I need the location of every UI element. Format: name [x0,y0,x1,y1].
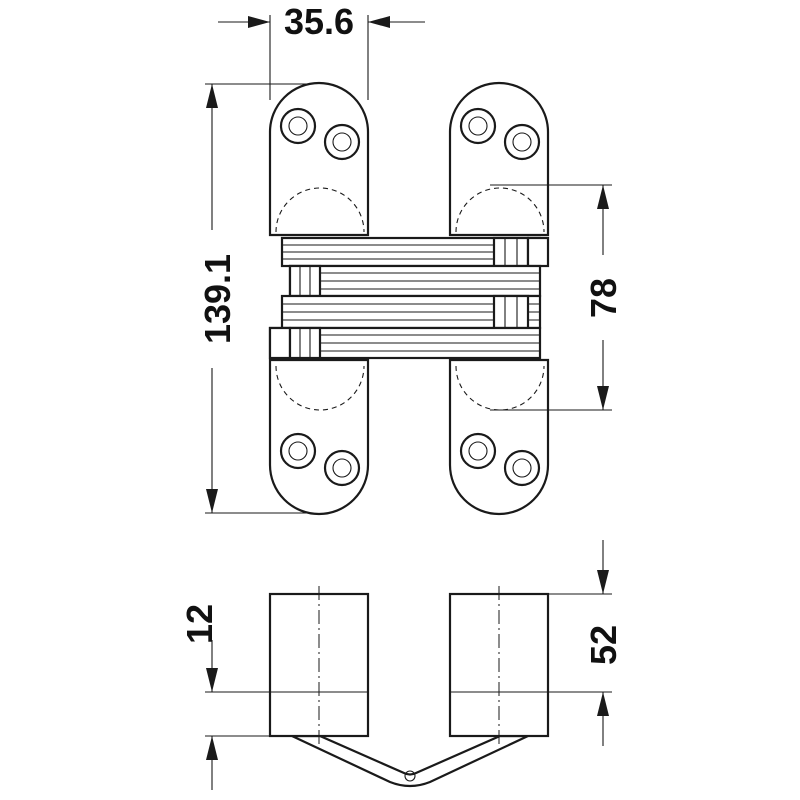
screw-hole [459,107,497,145]
screw-hole [503,123,541,161]
dim-offset-label: 12 [179,604,220,644]
screw-hole-inner [512,458,532,478]
dim-depth-label: 52 [583,625,624,665]
pivot-block [288,326,322,360]
arrow-head [206,489,218,513]
side-view [268,586,550,788]
pivot-block [492,294,530,330]
arrow-head [368,16,390,28]
arrow-head [597,692,609,716]
pivot-block [492,236,530,268]
lower-left-leaf [268,358,370,516]
upper-right-leaf [448,81,550,237]
screw-hole [503,449,541,487]
upper-right-hidden-arc [455,187,545,233]
lower-right-hidden-arc [455,365,545,411]
lower-right-leaf [448,358,550,516]
screw-hole-inner [332,458,352,478]
dimension-offset: 12 [179,604,270,790]
dimension-pin-span: 78 [490,184,624,411]
screw-hole-inner [468,116,488,136]
screw-hole [323,449,361,487]
screw-hole-inner [332,132,352,152]
dimension-height: 139.1 [197,83,310,514]
dimension-depth: 52 [548,540,624,746]
screw-hole [279,432,317,470]
lower-left-hidden-arc [275,365,365,411]
upper-left-leaf [268,81,370,237]
arrow-head [248,16,270,28]
scissor-mechanism [268,236,550,360]
pivot-cap [526,236,550,268]
screw-hole [279,107,317,145]
dim-height-label: 139.1 [197,254,238,344]
screw-hole [323,123,361,161]
arrow-head [597,570,609,594]
screw-hole-inner [288,116,308,136]
arrow-head [206,84,218,108]
screw-hole-inner [288,441,308,461]
screw-holes [279,107,541,487]
connecting-arm [291,734,529,788]
arrow-head [597,185,609,209]
arrow-head [206,668,218,692]
arrow-head [597,386,609,410]
screw-hole-inner [512,132,532,152]
pivot-cap [268,326,292,360]
dimension-width: 35.6 [218,1,425,100]
upper-left-hidden-arc [275,187,365,233]
front-view [268,81,550,516]
screw-hole-inner [468,441,488,461]
screw-hole [459,432,497,470]
dim-width-label: 35.6 [284,1,354,42]
pivot-block [288,264,322,298]
dim-pin-span-label: 78 [583,278,624,318]
arrow-head [206,736,218,760]
arm-pin-hole [404,770,416,782]
